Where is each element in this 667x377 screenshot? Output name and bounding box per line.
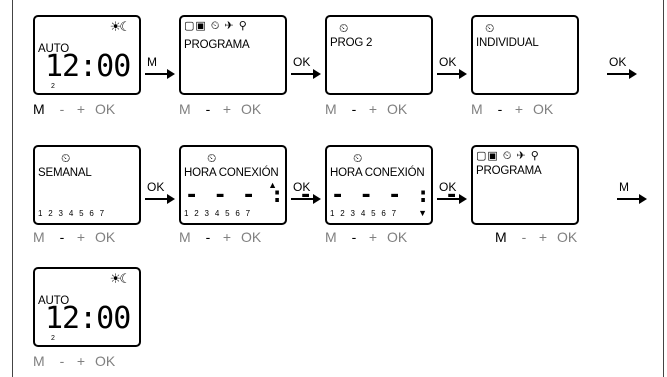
arrow-label: M bbox=[619, 180, 629, 194]
display-title: HORA CONEXIÓN bbox=[184, 167, 279, 179]
display-semanal: ⏲ SEMANAL 1 2 3 4 5 6 7 bbox=[33, 145, 141, 225]
minus-key: - bbox=[59, 101, 65, 117]
arrow-label: OK bbox=[439, 55, 457, 69]
time-dashes: - - - : - - bbox=[331, 183, 488, 208]
weekday-numbers: 1 2 3 4 5 6 7 bbox=[330, 209, 398, 218]
clock-icon: ⏲ bbox=[61, 151, 71, 165]
plus-key: + bbox=[222, 229, 232, 245]
arrow-label: OK bbox=[293, 180, 311, 194]
display-title: AUTO bbox=[38, 43, 69, 55]
minus-key: - bbox=[351, 101, 357, 117]
m-key: M bbox=[179, 101, 191, 117]
display-title: HORA CONEXIÓN bbox=[330, 167, 425, 179]
keypad: M-+ OK bbox=[179, 229, 287, 245]
weekday-numbers: 1 2 3 4 5 6 7 bbox=[38, 209, 106, 218]
m-key: M bbox=[495, 229, 507, 245]
ok-key: OK bbox=[95, 101, 116, 117]
sun-moon-icon: ☀☾ bbox=[109, 19, 131, 34]
display-program-number: 2 bbox=[51, 83, 55, 90]
keypad: M-+ OK bbox=[33, 229, 141, 245]
display-programa-return: ▢▣ ⏲ ✈ ⚲ PROGRAMA bbox=[471, 145, 579, 225]
plus-key: + bbox=[368, 101, 378, 117]
minus-key: - bbox=[351, 229, 357, 245]
display-title: SEMANAL bbox=[38, 167, 92, 179]
clock-icon: ⏲ bbox=[353, 151, 363, 165]
display-programa: ▢▣ ⏲ ✈ ⚲ PROGRAMA bbox=[179, 15, 287, 95]
keypad: M-+ OK bbox=[33, 101, 141, 117]
m-key: M bbox=[33, 229, 45, 245]
program-mode-icons: ▢▣ ⏲ ✈ ⚲ bbox=[476, 150, 540, 162]
display-program-number: 2 bbox=[51, 335, 55, 342]
minus-key: - bbox=[205, 229, 211, 245]
display-time: 12:00 bbox=[45, 301, 131, 336]
ok-key: OK bbox=[557, 229, 578, 245]
keypad: M-+ OK bbox=[179, 101, 287, 117]
arrow-label: OK bbox=[609, 55, 627, 69]
arrow-label: M bbox=[147, 55, 157, 69]
plus-key: + bbox=[368, 229, 378, 245]
display-hora-conexion-down: ⏲ HORA CONEXIÓN - - - : - - 1 2 3 4 5 6 … bbox=[325, 145, 487, 225]
display-time: 12:00 bbox=[45, 49, 131, 84]
plus-key: + bbox=[222, 101, 232, 117]
plus-key: + bbox=[76, 353, 86, 369]
keypad: M-+ OK bbox=[495, 229, 603, 245]
m-key: M bbox=[179, 229, 191, 245]
m-key: M bbox=[33, 353, 45, 369]
plus-key: + bbox=[514, 101, 524, 117]
arrow-label: OK bbox=[147, 180, 165, 194]
triangle-up-icon: ▲ bbox=[268, 180, 277, 190]
m-key: M bbox=[33, 101, 45, 117]
keypad: M-+ OK bbox=[33, 353, 141, 369]
ok-key: OK bbox=[95, 229, 116, 245]
ok-key: OK bbox=[533, 101, 554, 117]
keypad: M-+ OK bbox=[325, 229, 433, 245]
keypad: M-+ OK bbox=[325, 101, 433, 117]
display-title: AUTO bbox=[38, 295, 69, 307]
arrow-label: OK bbox=[439, 180, 457, 194]
triangle-down-icon: ▼ bbox=[418, 208, 427, 218]
plus-key: + bbox=[76, 229, 86, 245]
keypad: M-+ OK bbox=[471, 101, 579, 117]
sun-moon-icon: ☀☾ bbox=[109, 271, 131, 286]
display-auto: ☀☾ AUTO 12:00 2 bbox=[33, 15, 141, 95]
ok-key: OK bbox=[241, 101, 262, 117]
clock-icon: ⏲ bbox=[207, 151, 217, 165]
display-hora-conexion-up: ⏲ HORA CONEXIÓN ▲ - - - : - - 1 2 3 4 5 … bbox=[179, 145, 341, 225]
plus-key: + bbox=[76, 101, 86, 117]
plus-key: + bbox=[538, 229, 548, 245]
display-title: PROG 2 bbox=[330, 37, 373, 49]
display-title: INDIVIDUAL bbox=[476, 37, 539, 49]
minus-key: - bbox=[205, 101, 211, 117]
ok-key: OK bbox=[241, 229, 262, 245]
display-individual: ⏲ INDIVIDUAL bbox=[471, 15, 579, 95]
ok-key: OK bbox=[95, 353, 116, 369]
minus-key: - bbox=[497, 101, 503, 117]
time-dashes: - - - : - - bbox=[185, 183, 342, 208]
display-auto-final: ☀☾ AUTO 12:00 2 bbox=[33, 267, 141, 347]
ok-key: OK bbox=[387, 229, 408, 245]
minus-key: - bbox=[59, 353, 65, 369]
program-mode-icons: ▢▣ ⏲ ✈ ⚲ bbox=[184, 20, 248, 32]
minus-key: - bbox=[59, 229, 65, 245]
minus-key: - bbox=[521, 229, 527, 245]
display-prog2: ⏲ PROG 2 bbox=[325, 15, 433, 95]
display-title: PROGRAMA bbox=[476, 165, 542, 177]
display-title: PROGRAMA bbox=[184, 39, 250, 51]
clock-icon: ⏲ bbox=[339, 21, 349, 35]
arrow-label: OK bbox=[293, 55, 311, 69]
diagram-frame: ☀☾ AUTO 12:00 2 M-+OK M ▢▣ ⏲ ✈ ⚲ PROGRAM… bbox=[12, 0, 664, 377]
weekday-numbers: 1 2 3 4 5 6 7 bbox=[184, 209, 252, 218]
m-key: M bbox=[325, 229, 337, 245]
clock-icon: ⏲ bbox=[485, 21, 495, 35]
m-key: M bbox=[325, 101, 337, 117]
ok-key: OK bbox=[387, 101, 408, 117]
m-key: M bbox=[471, 101, 483, 117]
